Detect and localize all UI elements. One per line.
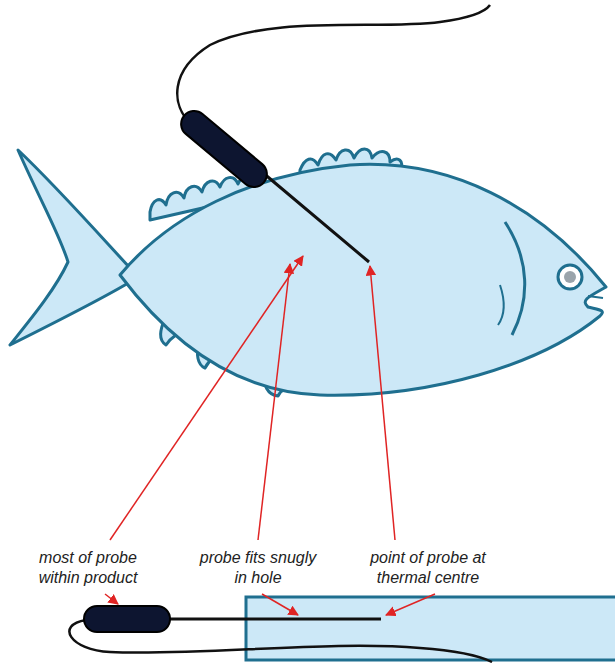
fish-eye — [558, 265, 582, 289]
product-block — [246, 597, 615, 660]
callout-label: most of probe within product — [28, 548, 148, 588]
callout-label: probe fits snugly in hole — [198, 548, 318, 588]
fish-pupil — [564, 271, 576, 283]
fish — [10, 149, 606, 396]
probe-upper — [176, 5, 490, 262]
callout-label: point of probe at thermal centre — [358, 548, 498, 588]
probe-lower — [69, 606, 492, 662]
